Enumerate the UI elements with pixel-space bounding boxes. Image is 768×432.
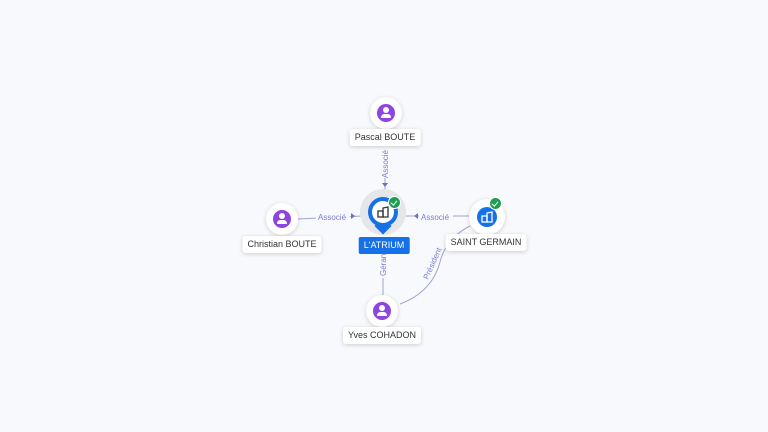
person-icon [273, 210, 291, 228]
node-label-yves[interactable]: Yves COHADON [342, 327, 422, 344]
node-label-christian[interactable]: Christian BOUTE [242, 236, 322, 253]
node-label-center[interactable]: L'ATRIUM [358, 237, 410, 254]
edge-label-yves-center: Gérant [379, 251, 388, 276]
edge-label-christian: Associé [318, 213, 347, 222]
edge-arrow-saint-germain [414, 213, 418, 219]
node-label-saint-germain[interactable]: SAINT GERMAIN [445, 234, 527, 251]
verified-check-icon [489, 197, 502, 210]
person-node-pascal[interactable] [370, 97, 402, 129]
person-node-yves[interactable] [366, 295, 398, 327]
edge-arrow-pascal [382, 183, 388, 187]
person-node-christian[interactable] [266, 203, 298, 235]
edge-label-yves-saint-germain: Président [422, 246, 444, 281]
edge-label-pascal: Associé [381, 149, 390, 178]
verified-check-icon [388, 196, 401, 209]
building-icon [477, 207, 497, 227]
person-icon [373, 302, 391, 320]
edge-arrow-christian [351, 213, 355, 219]
node-label-pascal[interactable]: Pascal BOUTE [349, 129, 421, 146]
person-icon [377, 104, 395, 122]
edge-label-saint-germain: Associé [421, 213, 450, 222]
company-node-saint-germain[interactable] [469, 197, 505, 235]
building-icon [377, 206, 389, 218]
